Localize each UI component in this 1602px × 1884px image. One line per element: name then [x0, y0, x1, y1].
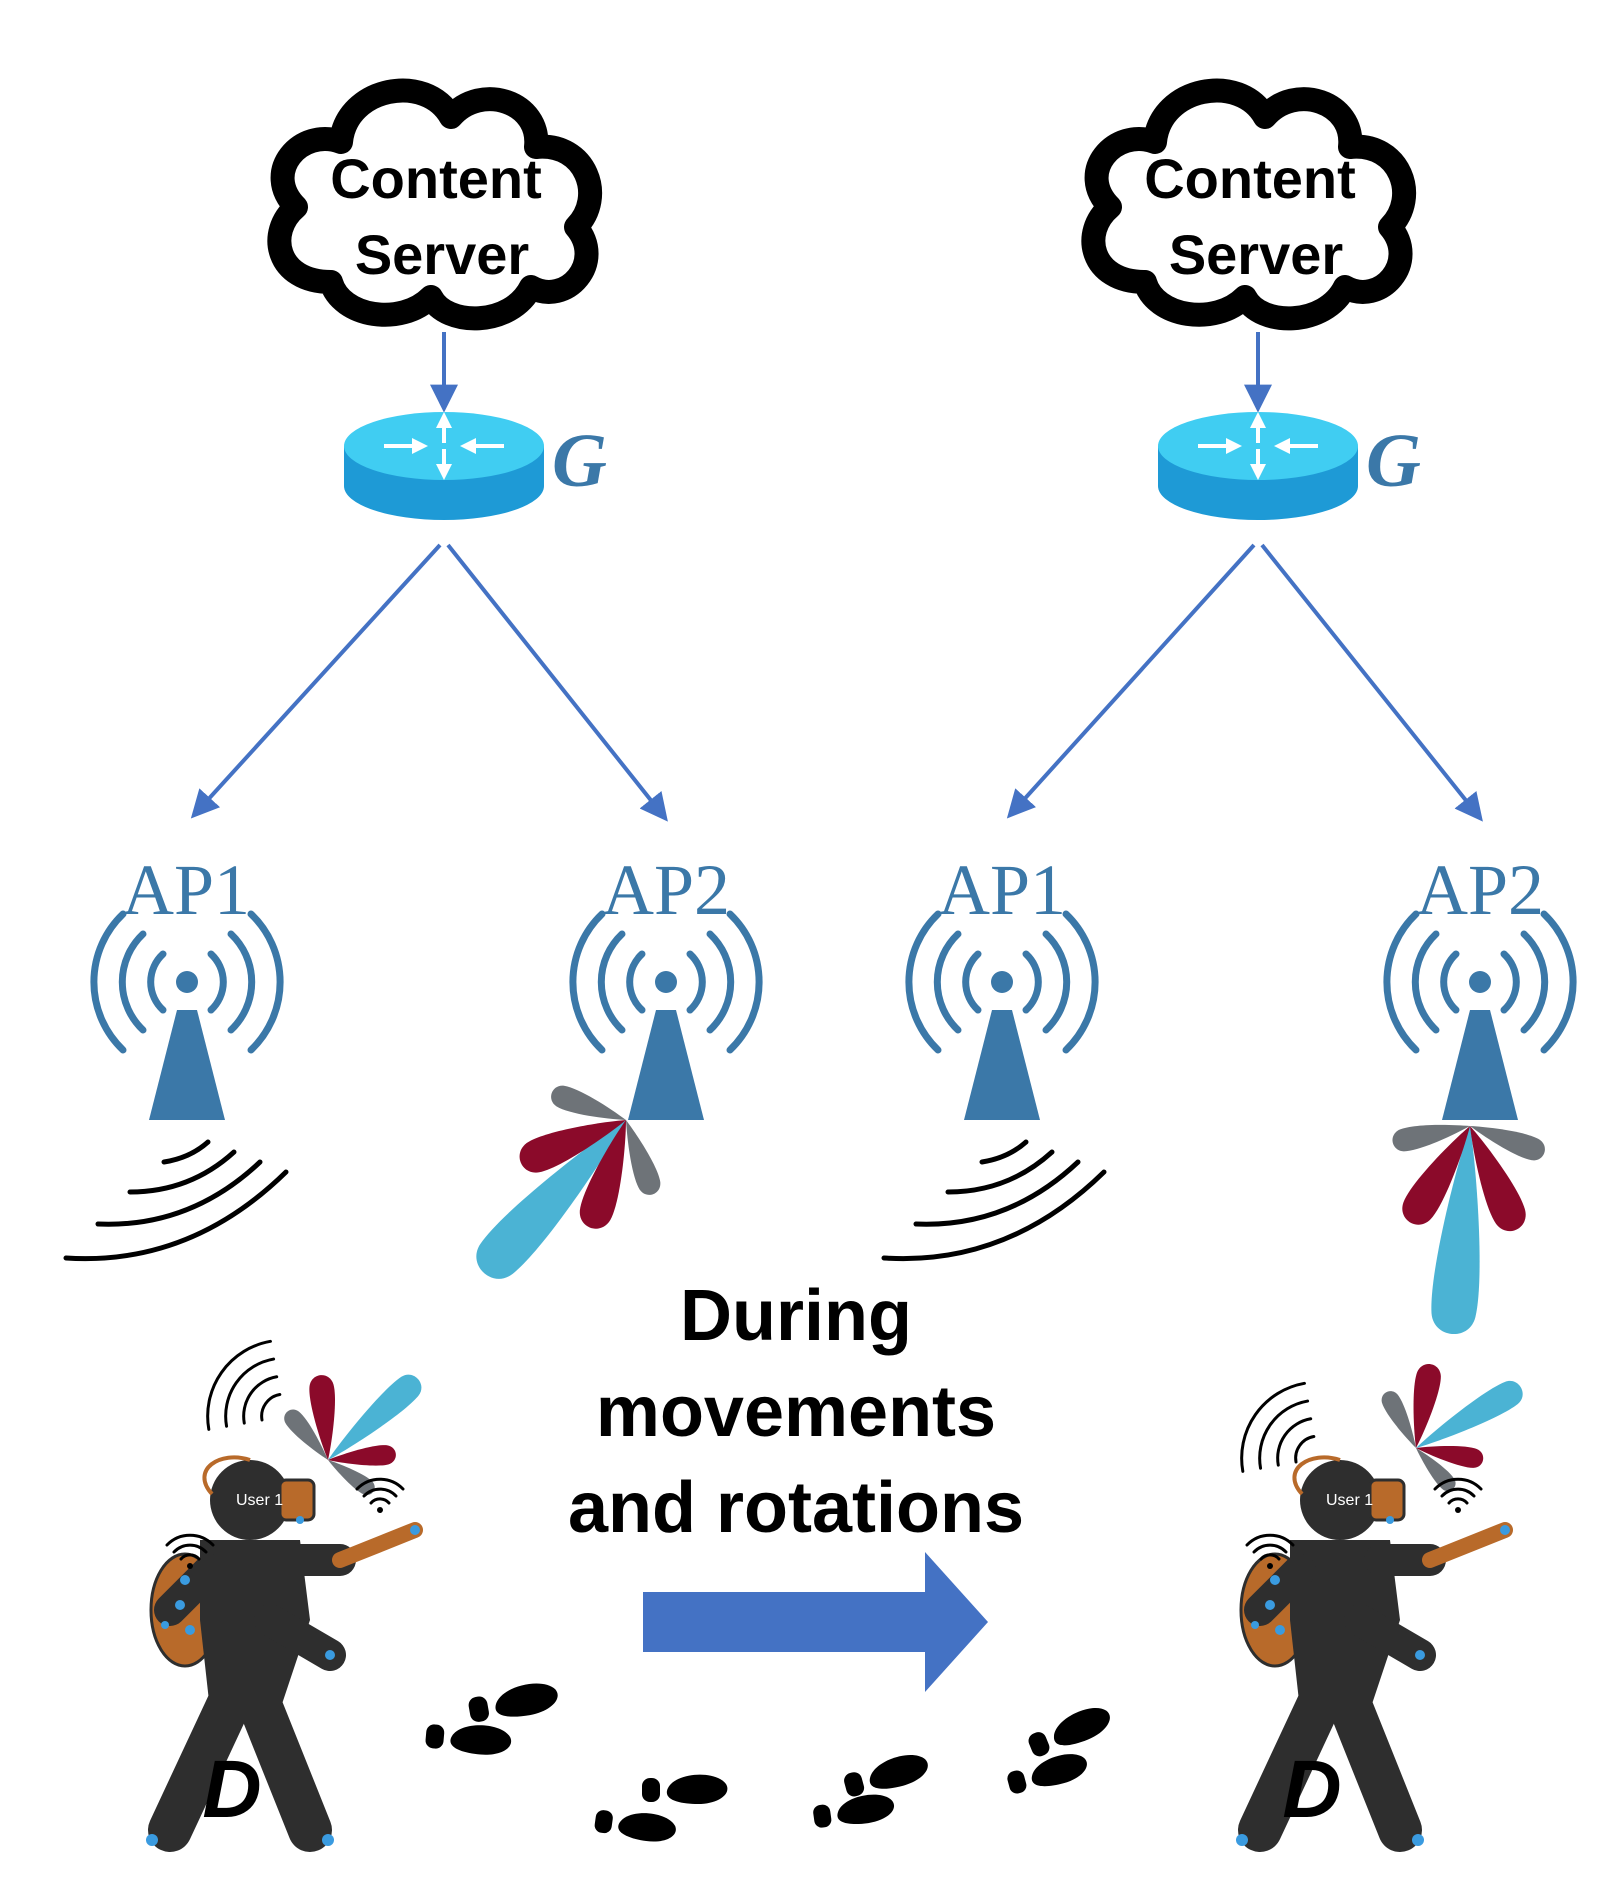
- ap2-antenna-icon: [1387, 914, 1573, 1120]
- user-device-figure: User 1: [1236, 1457, 1510, 1846]
- left-panel: Content Server G AP1 AP2 User 1: [66, 91, 759, 1846]
- helmet-label: User 1: [1326, 1492, 1373, 1509]
- content-server-label-line2: Server: [355, 223, 529, 286]
- device-omni-waves-icon: [1228, 1381, 1320, 1473]
- ap2-beam-pattern-icon: [1390, 1114, 1549, 1336]
- device-wifi-icon-right: [355, 1477, 405, 1515]
- transition-arrow-icon: [643, 1552, 988, 1692]
- footprints-icon: [424, 1679, 1116, 1845]
- transition-text-line3: and rotations: [568, 1468, 1024, 1548]
- device-label: D: [202, 1744, 261, 1835]
- helmet-label: User 1: [236, 1492, 283, 1509]
- transition-text-line1: During: [680, 1276, 912, 1356]
- ap2-antenna-icon: [573, 914, 759, 1120]
- gateway-router-icon: [344, 412, 544, 520]
- user-device-figure: User 1: [146, 1457, 420, 1846]
- gateway-label: G: [1366, 419, 1421, 503]
- gateway-to-ap2-link: [1260, 543, 1483, 822]
- transition-text-line2: movements: [596, 1372, 996, 1452]
- ap1-antenna-icon: [94, 914, 280, 1120]
- transition-section: During movements and rotations: [424, 1276, 1116, 1845]
- ap1-label: AP1: [122, 850, 250, 930]
- device-omni-waves-icon: [194, 1339, 286, 1431]
- gateway-router-icon: [1158, 412, 1358, 520]
- gateway-to-ap1-link: [1006, 543, 1256, 819]
- ap1-antenna-icon: [909, 914, 1095, 1120]
- content-server-label-line2: Server: [1169, 223, 1343, 286]
- ap2-label: AP2: [1416, 850, 1544, 930]
- device-beam-pattern-icon: [1378, 1361, 1528, 1495]
- right-panel: Content Server G AP1 AP2 User 1: [884, 91, 1573, 1846]
- device-wifi-icon-right: [1433, 1477, 1483, 1515]
- ap1-omni-waves-icon: [66, 1142, 286, 1259]
- gateway-to-ap2-link: [446, 543, 668, 822]
- content-server-label-line1: Content: [1144, 147, 1356, 210]
- ap2-label: AP2: [602, 850, 730, 930]
- ap1-omni-waves-icon: [884, 1142, 1104, 1259]
- device-label: D: [1282, 1744, 1341, 1835]
- gateway-to-ap1-link: [190, 543, 442, 819]
- gateway-label: G: [552, 419, 607, 503]
- content-server-label-line1: Content: [330, 147, 542, 210]
- ap1-label: AP1: [938, 850, 1066, 930]
